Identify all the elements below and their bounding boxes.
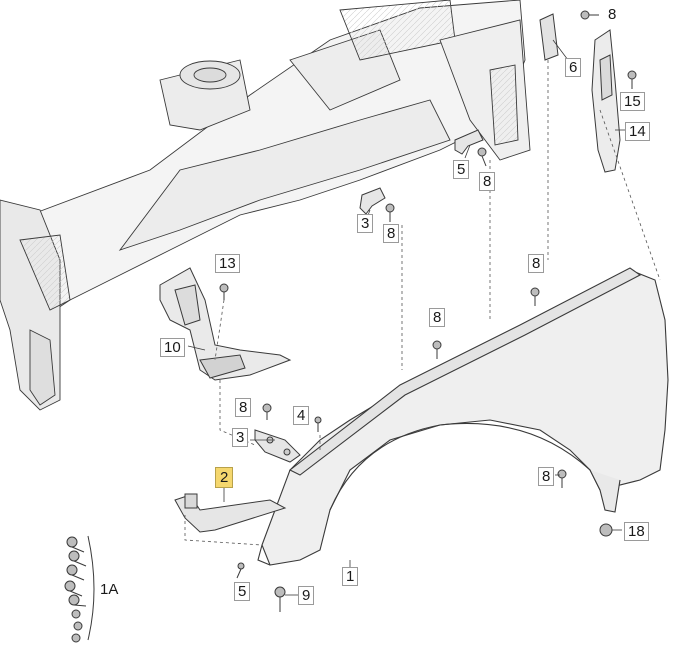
callout-8-upper-clip: 8 xyxy=(383,224,400,243)
callout-18: 18 xyxy=(624,522,649,541)
screw-icon xyxy=(314,416,322,432)
callout-10: 10 xyxy=(160,338,185,357)
plate-part-3 xyxy=(254,429,301,463)
callout-1: 1 xyxy=(342,567,359,586)
callout-1A: 1A xyxy=(100,581,119,598)
trim-part-14 xyxy=(591,29,621,173)
screw-icon xyxy=(477,147,487,167)
screw-icon xyxy=(530,287,540,306)
screw-icon xyxy=(432,340,442,359)
screw-icon xyxy=(236,562,245,579)
callout-8-wheel-arch: 8 xyxy=(538,467,555,486)
screw-icon xyxy=(580,10,599,20)
callout-13: 13 xyxy=(215,254,240,273)
callout-7: 6 xyxy=(565,58,582,77)
callout-9: 9 xyxy=(298,586,315,605)
fasteners xyxy=(219,10,637,612)
fender-panel xyxy=(257,267,669,566)
callout-8: 8 xyxy=(608,6,617,23)
screw-icon xyxy=(557,469,567,488)
screw-icon xyxy=(219,283,229,300)
bolt-icon xyxy=(274,586,286,612)
screw-icon xyxy=(262,403,272,420)
car-body-structure xyxy=(0,0,531,411)
callout-4: 3 xyxy=(357,214,374,233)
bracket-part-10 xyxy=(159,267,292,381)
bracket-part-2 xyxy=(174,493,287,533)
clip-part-4 xyxy=(359,187,386,215)
callout-15: 15 xyxy=(620,92,645,111)
callout-8-mount-plate: 8 xyxy=(235,398,252,417)
callout-3: 3 xyxy=(232,428,249,447)
callout-8-fender-rear: 8 xyxy=(528,254,545,273)
callout-5-lower: 5 xyxy=(234,582,251,601)
callout-14: 14 xyxy=(625,122,650,141)
fastener-kit-drawing xyxy=(64,535,95,643)
clip-part-6 xyxy=(454,129,484,155)
callout-2: 2 xyxy=(215,467,234,488)
screw-icon xyxy=(385,203,395,222)
callout-5-upper: 4 xyxy=(293,406,310,425)
screw-icon xyxy=(599,523,613,537)
callout-6: 5 xyxy=(453,160,470,179)
callout-8-rear-clip: 8 xyxy=(479,172,496,191)
screw-icon xyxy=(627,70,637,89)
callout-8-fender-mid: 8 xyxy=(429,308,446,327)
bracket-part-7 xyxy=(539,13,559,61)
